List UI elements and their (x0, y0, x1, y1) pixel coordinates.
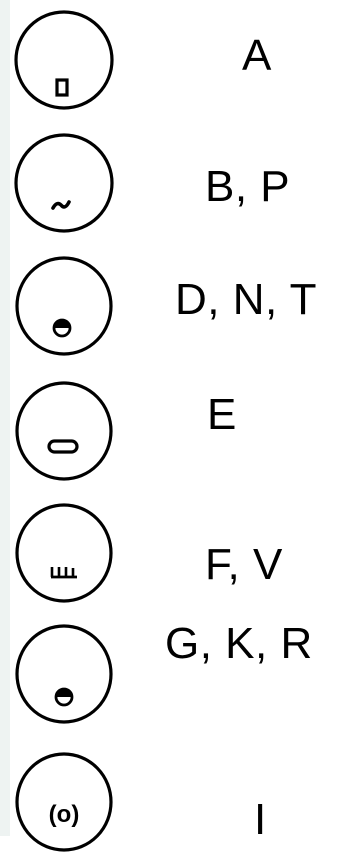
viseme-label-i: I (254, 795, 267, 844)
viseme-label-g-k-r: G, K, R (165, 619, 313, 668)
viseme-row-e: E (0, 375, 361, 485)
viseme-label-a: A (242, 31, 272, 80)
viseme-row-g-k-r: G, K, R (0, 618, 361, 728)
face-outline-icon (6, 497, 114, 605)
viseme-row-i: (o) I (0, 746, 361, 856)
face-outline-icon (6, 127, 114, 235)
face-outline-icon (6, 375, 114, 483)
half-filled-circle-mouth-icon (52, 318, 72, 338)
face-outline-icon (6, 4, 114, 112)
left-edge-strip (0, 0, 10, 836)
parenthesized-o-mouth-icon: (o) (49, 801, 80, 828)
wide-oval-mouth-icon (47, 439, 79, 454)
viseme-row-a: A (0, 4, 361, 114)
viseme-label-b-p: B, P (205, 162, 291, 211)
svg-text:(o): (o) (49, 801, 80, 828)
viseme-label-f-v: F, V (205, 540, 283, 589)
teeth-on-lip-mouth-icon (50, 567, 77, 579)
tilde-mouth-icon (51, 200, 71, 210)
half-filled-circle-mouth-icon (54, 687, 74, 707)
viseme-label-e: E (207, 390, 237, 439)
viseme-row-d-n-t: D, N, T (0, 250, 361, 360)
face-outline-icon (6, 250, 114, 358)
face-outline-icon (6, 618, 114, 726)
viseme-row-f-v: F, V (0, 497, 361, 607)
face-outline-icon: (o) (6, 746, 114, 854)
small-rectangle-mouth-icon (55, 78, 69, 97)
viseme-label-d-n-t: D, N, T (175, 275, 318, 324)
viseme-row-b-p: B, P (0, 127, 361, 237)
